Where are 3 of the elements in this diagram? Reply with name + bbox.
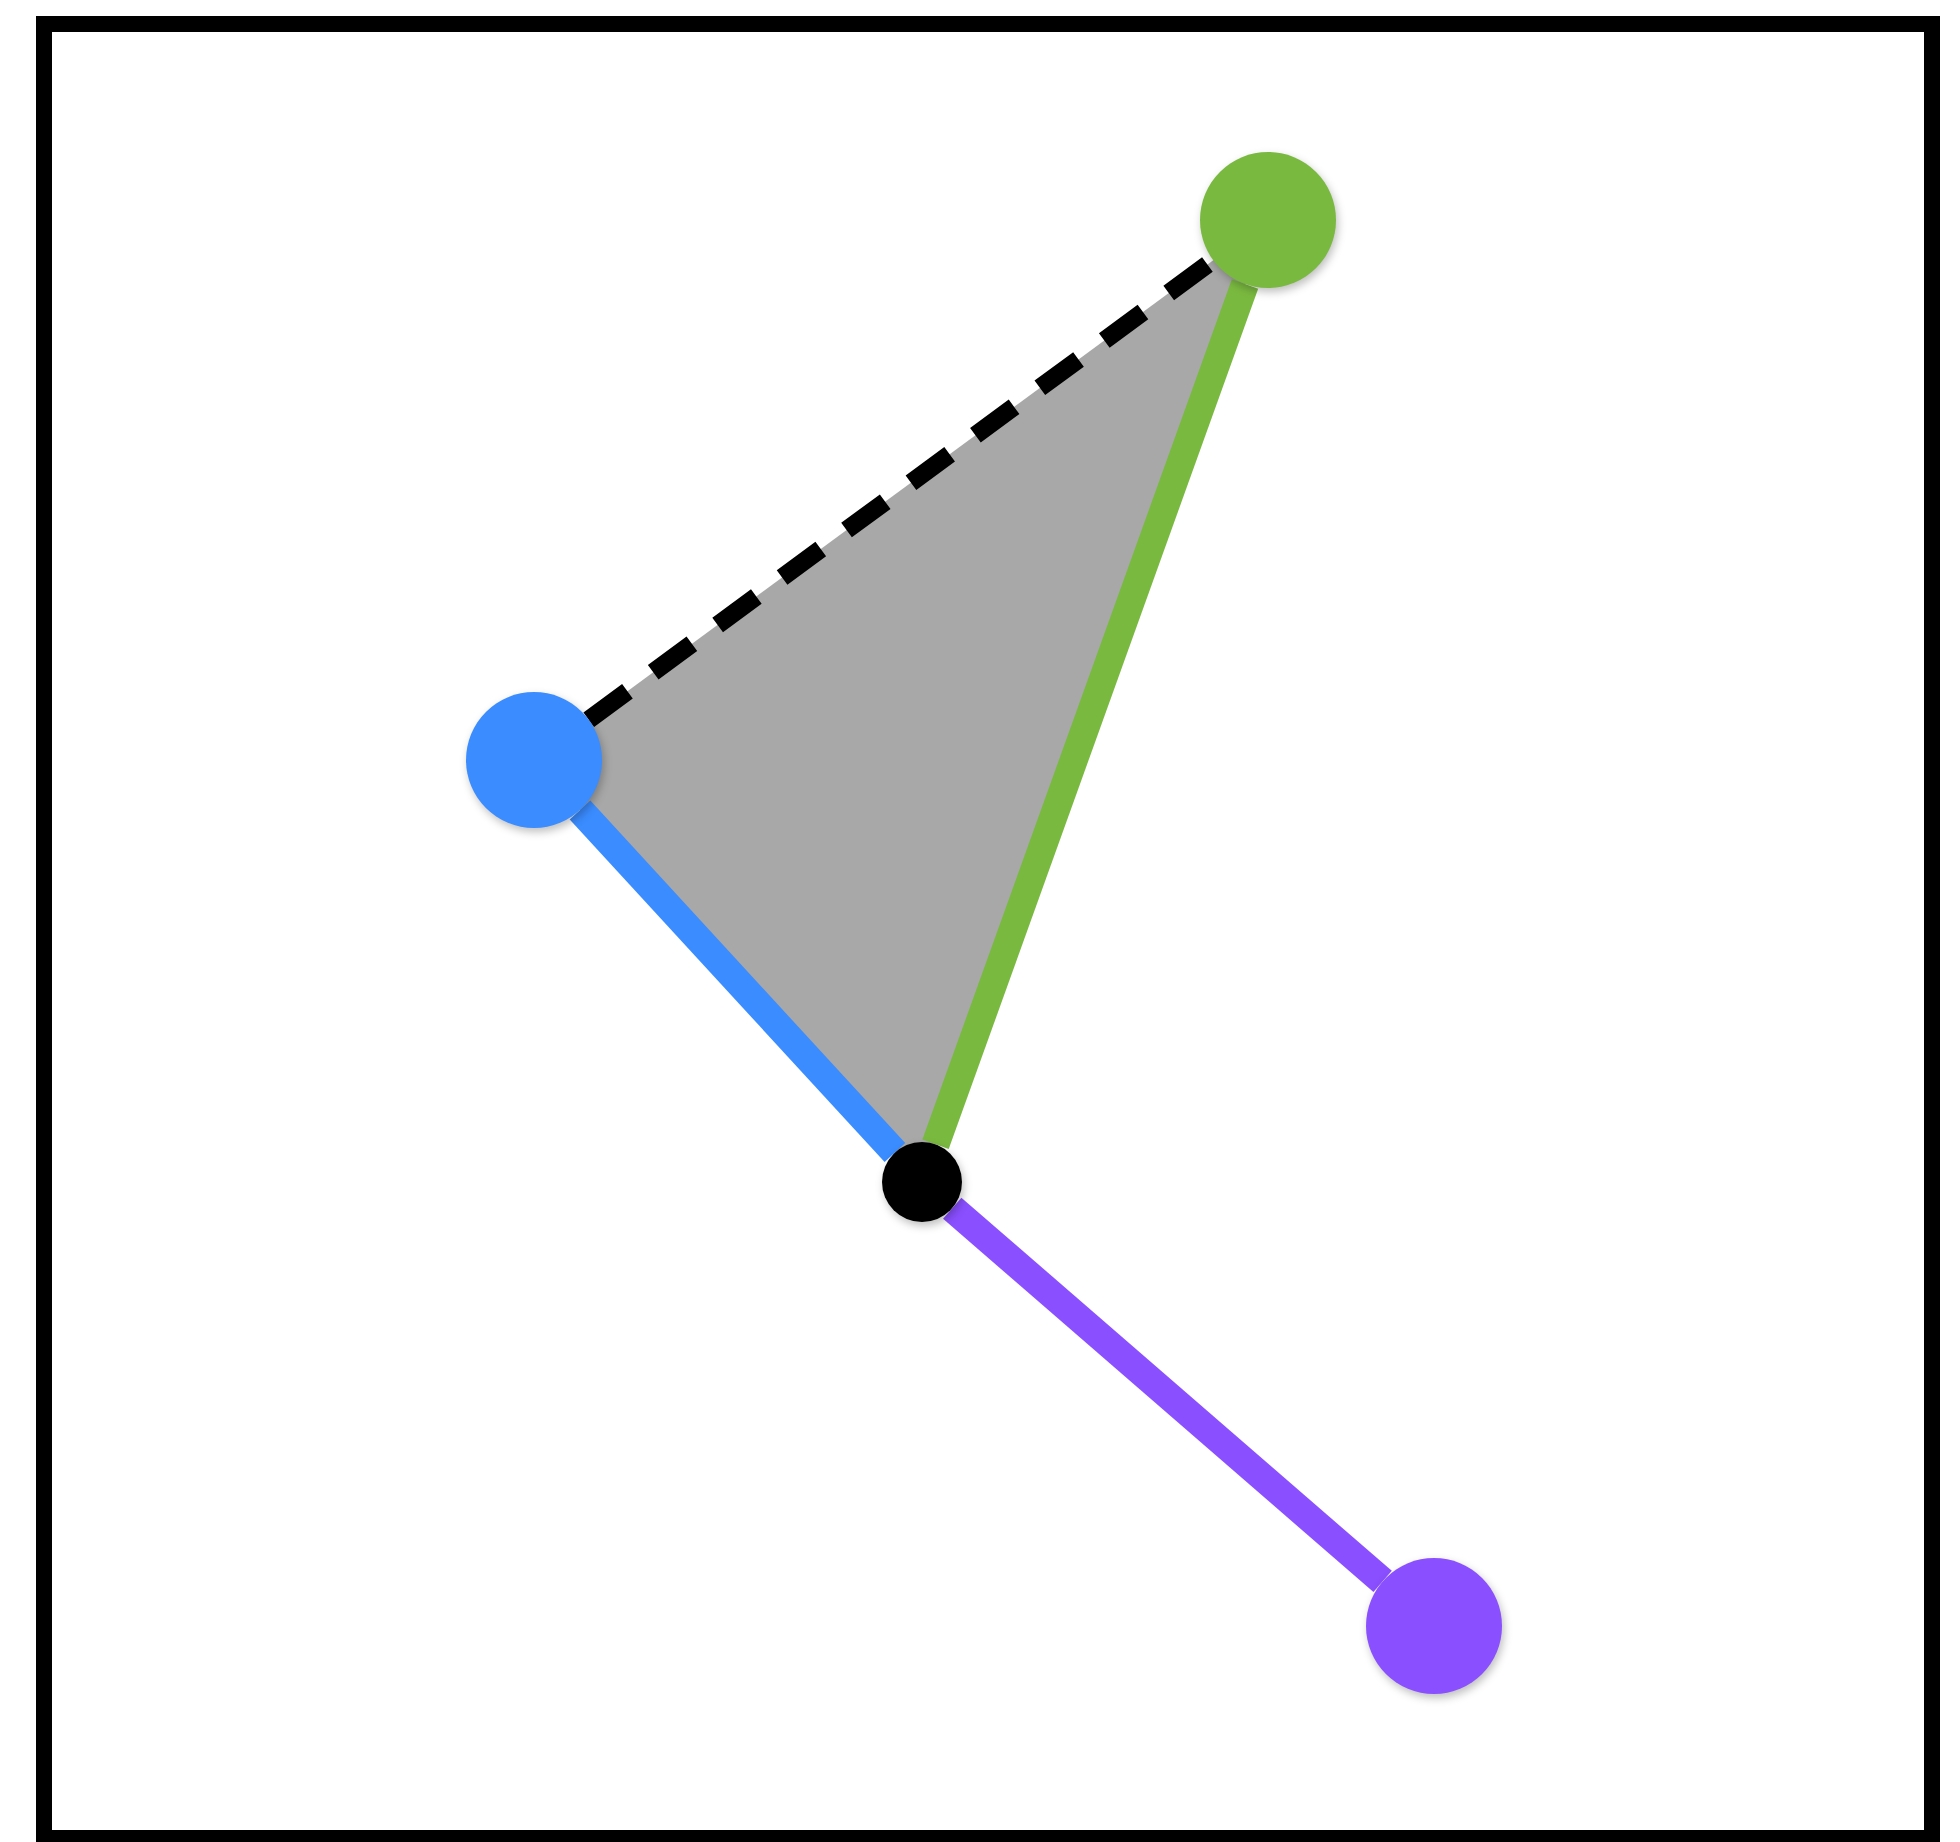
connector-line: [569, 800, 906, 1163]
connector-line: [922, 279, 1259, 1150]
connector-line: [943, 1197, 1392, 1593]
